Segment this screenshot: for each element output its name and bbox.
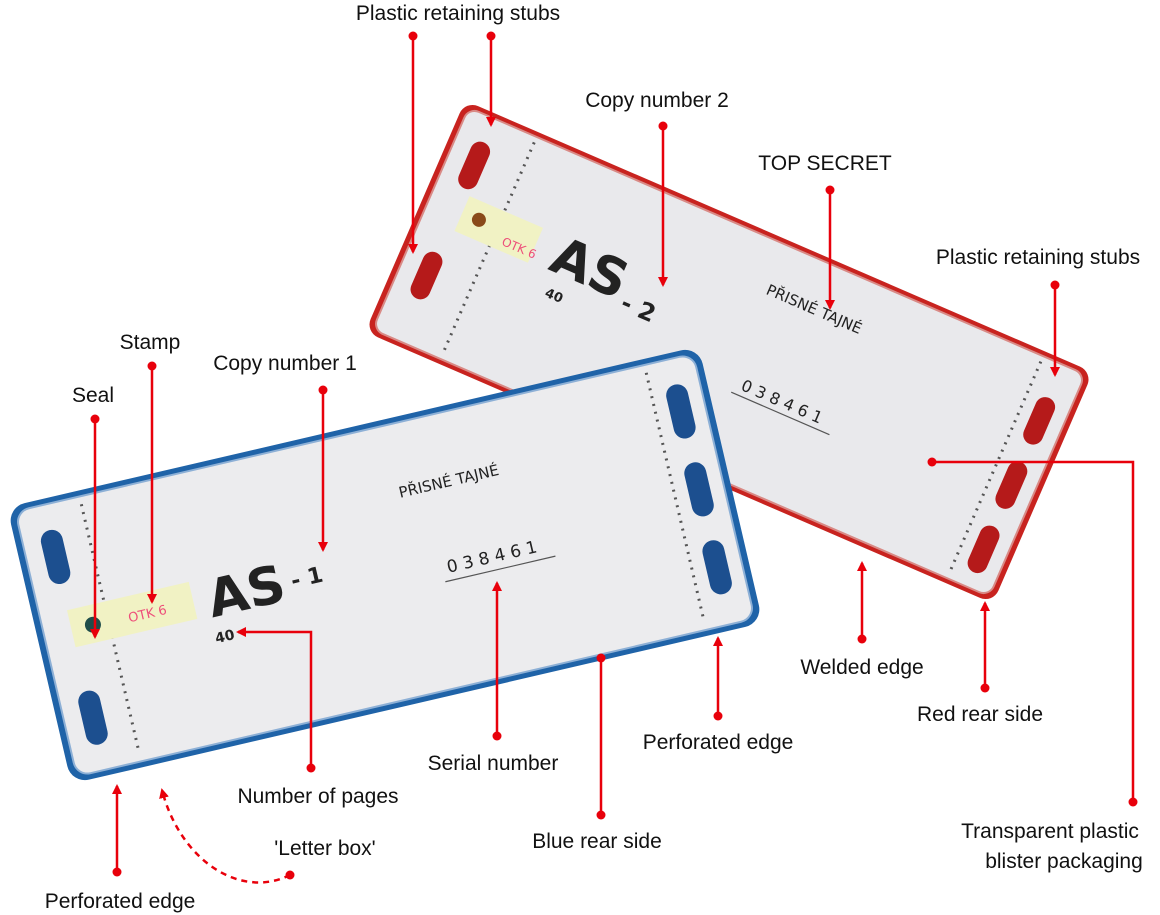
label-blue-rear-side: Blue rear side — [532, 830, 662, 853]
red-card: OTK 6 AS - 2 40 PŘISNÉ TAJNÉ 0 3 8 4 6 1 — [369, 104, 1089, 600]
label-seal: Seal — [72, 384, 114, 407]
label-number-of-pages: Number of pages — [237, 785, 398, 808]
seal-icon — [471, 212, 486, 227]
label-top-secret: TOP SECRET — [758, 152, 892, 175]
label-blister-line2: blister packaging — [985, 850, 1143, 873]
pages-count: 40 — [542, 286, 565, 307]
label-red-rear-side: Red rear side — [917, 703, 1043, 726]
label-stubs-top: Plastic retaining stubs — [356, 2, 560, 25]
retaining-stubs — [40, 384, 732, 745]
label-welded-edge: Welded edge — [800, 656, 923, 679]
seal-icon — [84, 616, 101, 633]
label-copy-number-1: Copy number 1 — [213, 352, 357, 375]
blue-card-face — [17, 355, 753, 775]
perforation-right — [644, 372, 706, 623]
label-stubs-right: Plastic retaining stubs — [936, 246, 1140, 269]
label-letter-box: 'Letter box' — [274, 837, 375, 860]
blue-card: OTK 6 AS - 1 40 PŘISNÉ TAJNÉ 0 3 8 4 6 1 — [10, 349, 760, 781]
label-copy-number-2: Copy number 2 — [585, 89, 729, 112]
label-perforated-edge-bottom: Perforated edge — [45, 890, 196, 913]
pages-count: 40 — [214, 627, 237, 647]
retaining-stubs — [410, 141, 1056, 574]
stamp-strip — [454, 196, 543, 263]
label-blister-line1: Transparent plastic — [961, 820, 1139, 843]
label-stamp: Stamp — [120, 331, 181, 354]
annotations: Plastic retaining stubs Copy number 2 TO… — [45, 2, 1143, 913]
label-perforated-edge-mid: Perforated edge — [643, 731, 794, 754]
label-serial-number: Serial number — [428, 752, 559, 775]
